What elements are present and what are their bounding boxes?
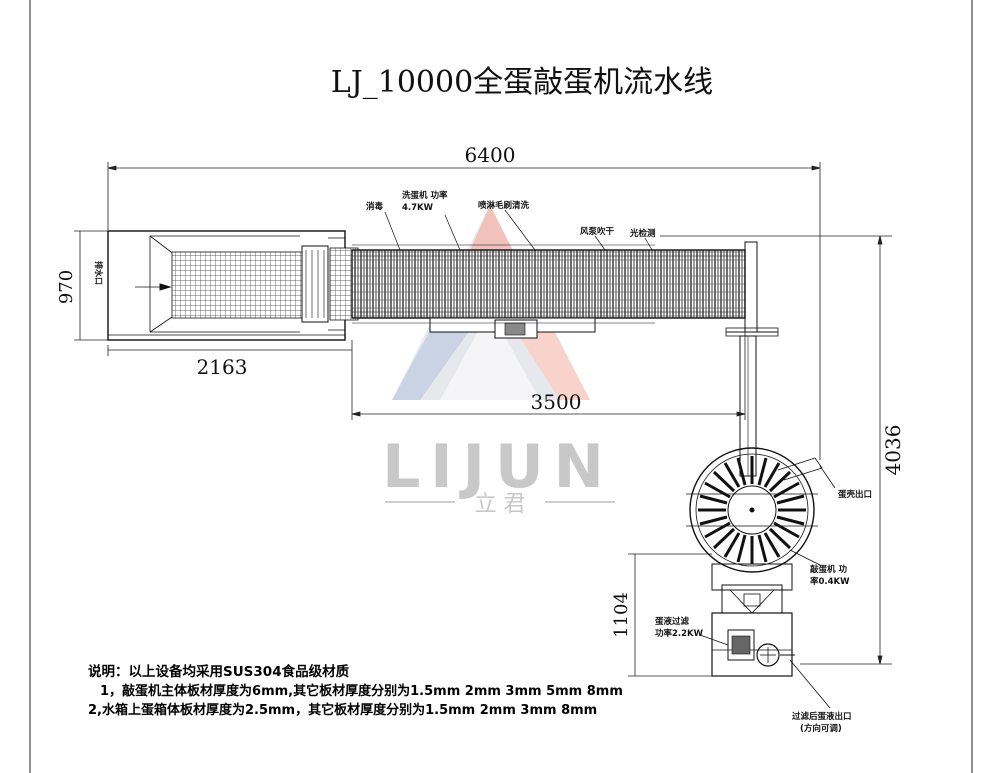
dim-washer-length-label: 3500: [531, 390, 582, 414]
label-breaker-kw: 率0.4KW: [810, 576, 850, 587]
dim-total-height: [660, 235, 892, 665]
label-disinfect: 消毒: [366, 201, 384, 212]
egg-breaker-carousel: [686, 447, 818, 614]
egg-liquid-filter: [711, 612, 795, 677]
dim-tank-length-label: 2163: [197, 355, 248, 379]
label-breaker-power: 敲蛋机 功: [810, 564, 847, 575]
dim-breaker-height-label: 1104: [611, 592, 632, 638]
liquid-exit-leader: [789, 659, 831, 709]
watermark-brand: LIJUN: [382, 432, 614, 502]
dim-tank-width-label: 970: [56, 270, 77, 304]
dim-overall-length: [107, 162, 821, 460]
label-shell-exit: 蛋壳出口: [838, 489, 872, 500]
watermark-brand-cn: 立 君: [475, 492, 526, 517]
water-tank: [107, 230, 346, 341]
filter-leader: [699, 634, 729, 646]
label-filter-title: 蛋液过滤: [655, 616, 690, 627]
label-fan-dry: 风泵吹干: [580, 226, 615, 237]
label-drain: 排水口: [94, 261, 104, 285]
egg-washer: [329, 244, 746, 339]
notes-line-2: 2,水箱上蛋箱体板材厚度为2.5mm，其它板材厚度分别为1.5mm 2mm 3m…: [88, 703, 598, 718]
label-washer-kw: 4.7KW: [402, 203, 434, 213]
label-washer-power: 洗蛋机 功率: [402, 190, 448, 201]
notes-line-1: 1，敲蛋机主体板材厚度为6mm,其它板材厚度分别为1.5mm 2mm 3mm 5…: [100, 684, 623, 699]
washer-leader-lines: [384, 209, 653, 251]
label-filter-kw: 功率2.2KW: [655, 628, 704, 639]
dim-overall-length-label: 6400: [465, 143, 516, 167]
shell-exit-chute: [777, 457, 836, 489]
label-direction: (方向可调): [800, 723, 842, 734]
label-light-check: 光检测: [629, 228, 656, 239]
vertical-conveyor: [725, 241, 779, 477]
dim-tank-width: [74, 230, 108, 341]
drawing-title: LJ_10000全蛋敲蛋机流水线: [331, 65, 713, 100]
breaker-leader: [789, 549, 821, 566]
spec-notes: 说明：以上设备均采用SUS304食品级材质 1，敲蛋机主体板材厚度为6mm,其它…: [88, 663, 708, 720]
label-liquid-exit: 过滤后蛋液出口: [792, 711, 852, 722]
label-spray-brush: 喷淋毛刷清洗: [478, 200, 530, 211]
dim-total-height-label: 4036: [881, 425, 905, 476]
dim-tank-length: [107, 340, 353, 420]
dim-washer-length: [351, 330, 746, 420]
dim-breaker-height: [628, 553, 712, 677]
notes-heading: 说明：以上设备均采用SUS304食品级材质: [88, 664, 350, 680]
